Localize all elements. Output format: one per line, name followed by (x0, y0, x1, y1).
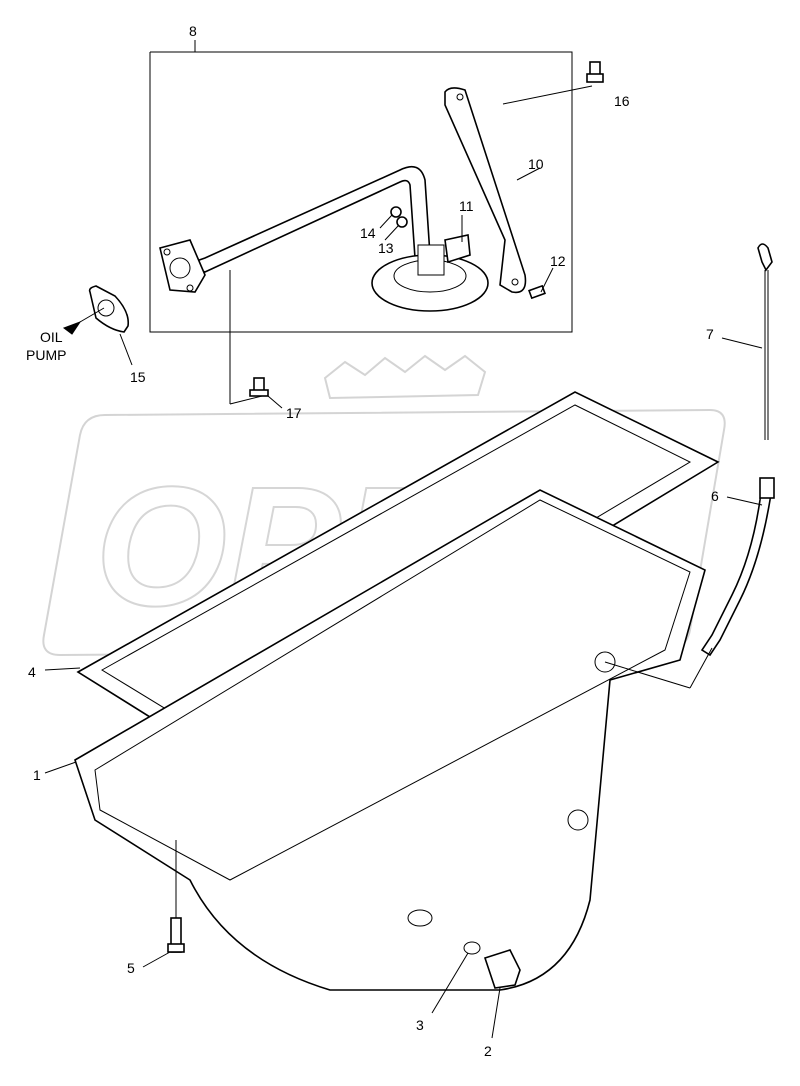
callout-17: 17 (286, 405, 302, 421)
callout-12: 12 (550, 253, 566, 269)
callout-6: 6 (711, 488, 719, 504)
oil-pump-label-line2: PUMP (26, 347, 66, 363)
callout-16: 16 (614, 93, 630, 109)
dipstick-assembly (700, 243, 775, 657)
callout-5: 5 (127, 960, 135, 976)
oil-pickup-tube (159, 165, 489, 312)
support-bracket (444, 87, 527, 294)
callout-7: 7 (706, 326, 714, 342)
callout-11: 11 (459, 198, 474, 214)
callout-8: 8 (189, 23, 197, 39)
oil-pump-gasket (88, 285, 130, 333)
callout-13: 13 (378, 240, 394, 256)
callout-14: 14 (360, 225, 376, 241)
clamp (444, 234, 471, 264)
oil-pickup-group-box (149, 40, 573, 333)
callout-1: 1 (33, 767, 41, 783)
drain-plug (463, 941, 521, 989)
hardware (249, 61, 604, 397)
callout-4: 4 (28, 664, 36, 680)
oil-pan-bolt (167, 917, 185, 953)
callout-3: 3 (416, 1017, 424, 1033)
callout-15: 15 (130, 369, 146, 385)
callout-2: 2 (484, 1043, 492, 1059)
oil-pump-label-line1: OIL (40, 329, 63, 345)
leader-lines (44, 85, 763, 1039)
callout-10: 10 (528, 156, 544, 172)
